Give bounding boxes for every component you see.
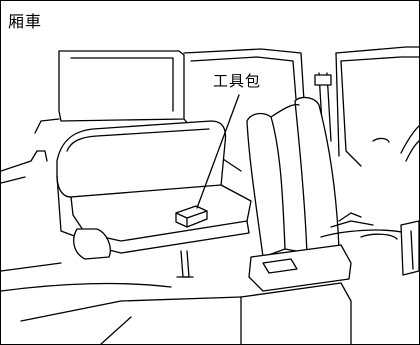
floor-lines (1, 150, 242, 344)
front-seat-backrest (246, 96, 340, 258)
front-seat-base (240, 244, 352, 344)
rear-window (34, 50, 185, 134)
steering-wheel (372, 125, 419, 162)
callout-label-tool-bag: 工具包 (213, 72, 262, 90)
bench-seat-backrest (56, 120, 227, 198)
center-console (320, 212, 419, 276)
tool-bag-shape (175, 205, 208, 228)
callout-leader-line (196, 94, 240, 209)
diagram-title: 厢車 (8, 12, 43, 31)
seat-bracket (73, 228, 194, 278)
